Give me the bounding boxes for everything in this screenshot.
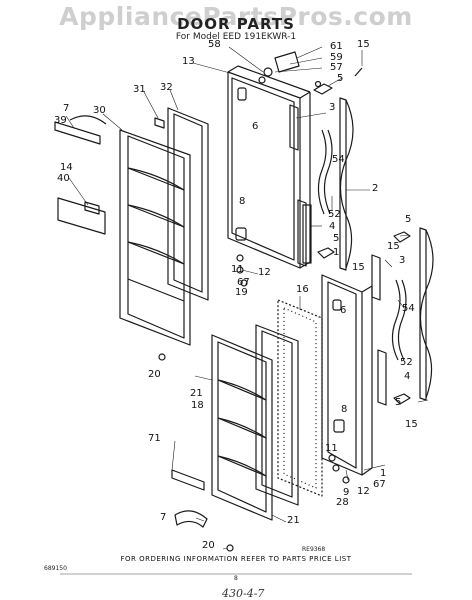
callout-16: 16 <box>296 284 309 295</box>
callout-8-lower: 8 <box>341 404 348 415</box>
callout-39: 39 <box>54 115 67 126</box>
callout-9: 9 <box>343 487 350 498</box>
callout-11-top: 11 <box>231 264 244 275</box>
callout-15-mid: 15 <box>352 262 365 273</box>
callout-58: 58 <box>208 39 221 50</box>
upper-trim-strip <box>289 104 307 267</box>
callout-15-right: 15 <box>387 241 400 252</box>
callout-8-top: 8 <box>239 196 246 207</box>
callout-54-lower: 54 <box>402 303 415 314</box>
callout-54-top: 54 <box>332 154 345 165</box>
fresh-food-liner-gasket <box>255 324 299 506</box>
callout-67-top: 67 <box>237 277 250 288</box>
callout-1-top: 1 <box>333 247 340 258</box>
lower-shelf-bar <box>171 469 205 491</box>
page-marker: 8 <box>234 575 238 582</box>
lower-trim-bars <box>371 254 387 406</box>
callout-32: 32 <box>160 82 173 93</box>
callout-7-top: 7 <box>63 103 70 114</box>
callout-4-top: 4 <box>329 221 336 232</box>
upper-hinge-assembly <box>258 51 363 95</box>
callout-6-lower: 6 <box>340 305 347 316</box>
upper-lower-trim-bar <box>302 204 335 264</box>
callout-20-lower: 20 <box>202 540 215 551</box>
callout-67-lower: 67 <box>373 479 386 490</box>
callout-7-lower: 7 <box>160 512 167 523</box>
callout-6-top: 6 <box>252 121 259 132</box>
callout-15-lower: 15 <box>405 419 418 430</box>
callout-21-mid: 21 <box>190 388 203 399</box>
lower-handle-assembly <box>391 227 434 405</box>
model-subtitle: For Model EED 191EKWR-1 <box>175 32 297 42</box>
callout-52-lower: 52 <box>400 357 413 368</box>
callout-61: 61 <box>330 41 343 52</box>
callout-52-top: 52 <box>328 209 341 220</box>
callout-12-top: 12 <box>258 267 271 278</box>
diagram-code: RE9368 <box>302 546 326 553</box>
callout-2: 2 <box>372 183 379 194</box>
callout-5-mid: 5 <box>333 233 340 244</box>
lower-screws <box>328 454 350 484</box>
watermark-text: AppliancePartsPros.com <box>59 2 413 31</box>
callout-20-mid: 20 <box>148 369 161 380</box>
callout-30: 30 <box>93 105 106 116</box>
callout-leader-lines <box>65 46 429 550</box>
catalog-code: 689150 <box>44 565 67 572</box>
door-insulation-pad <box>277 299 323 497</box>
callout-3-top: 3 <box>329 102 336 113</box>
freezer-door-bin <box>57 197 106 235</box>
callout-28: 28 <box>336 497 349 508</box>
callout-4-lower: 4 <box>404 371 411 382</box>
callout-14: 14 <box>60 162 73 173</box>
callout-31: 31 <box>133 84 146 95</box>
callout-13: 13 <box>182 56 195 67</box>
door-stop-parts <box>158 353 234 552</box>
upper-handle-assembly <box>317 97 354 271</box>
upper-shelf-bar <box>54 115 107 145</box>
callout-57: 57 <box>330 62 343 73</box>
callout-18: 18 <box>191 400 204 411</box>
freezer-liner-gasket <box>154 107 209 301</box>
callout-40: 40 <box>57 173 70 184</box>
callout-12-lower: 12 <box>357 486 370 497</box>
callout-71: 71 <box>148 433 161 444</box>
handwritten-note: 430-4-7 <box>222 587 265 600</box>
diagram-title: DOOR PARTS <box>177 15 295 33</box>
callout-1-lower: 1 <box>380 468 387 479</box>
lower-door-outer-panel <box>321 274 373 476</box>
ordering-instruction: FOR ORDERING INFORMATION REFER TO PARTS … <box>120 555 352 563</box>
callout-19: 19 <box>235 287 248 298</box>
freezer-door-liner <box>119 129 191 346</box>
lower-door-handle-grip <box>174 510 208 528</box>
callout-3-lower: 3 <box>399 255 406 266</box>
callout-5-lower: 5 <box>395 397 402 408</box>
callout-5-top: 5 <box>337 73 344 84</box>
callout-11-lower: 11 <box>325 443 338 454</box>
callout-21-lower: 21 <box>287 515 300 526</box>
callout-59: 59 <box>330 52 343 63</box>
upper-door-outer-panel <box>227 65 311 269</box>
callout-5-right: 5 <box>405 214 412 225</box>
callout-15-top: 15 <box>357 39 370 50</box>
